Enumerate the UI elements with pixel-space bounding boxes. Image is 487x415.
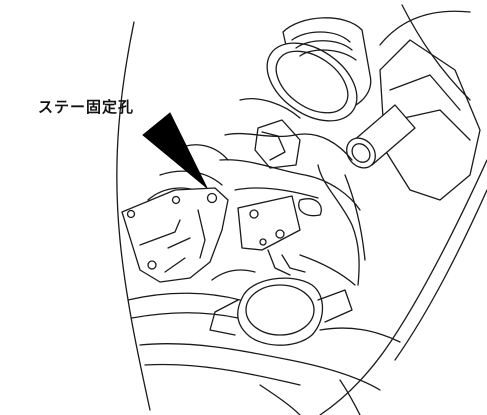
hose — [346, 104, 416, 169]
intake-duct — [266, 17, 372, 122]
radiator-cap — [209, 277, 353, 346]
stay-fixing-hole — [206, 192, 218, 204]
fender-curve-right — [319, 159, 487, 415]
bracket-center — [237, 195, 306, 276]
fender-curve-left — [116, 21, 151, 411]
stay-fixing-hole-label: ステー固定孔 — [38, 98, 135, 116]
air-cleaner-box — [379, 39, 481, 201]
stay-bracket — [121, 187, 229, 283]
callout-arrow — [142, 112, 208, 189]
fender-curve-right-inner — [394, 189, 487, 361]
